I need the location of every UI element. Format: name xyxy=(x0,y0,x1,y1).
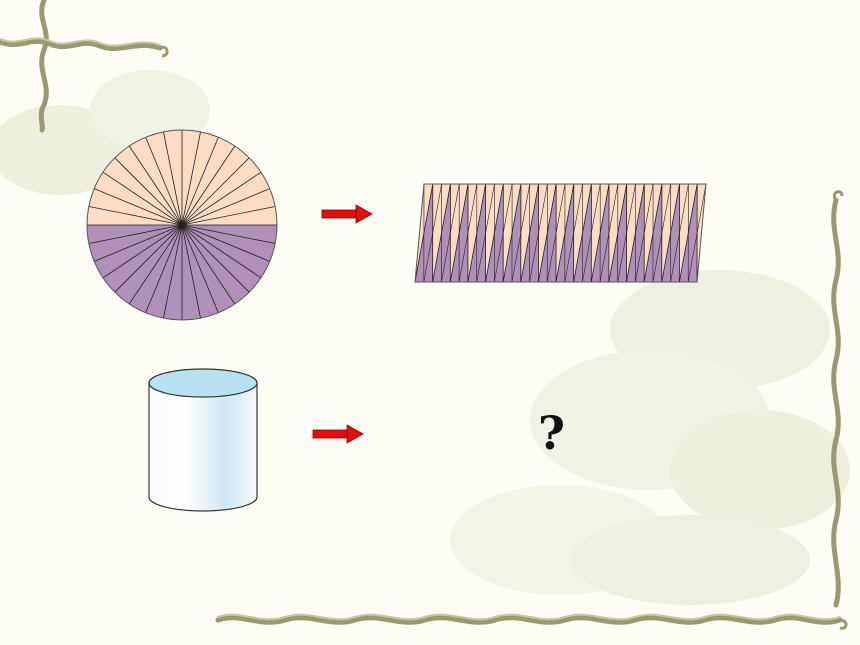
sector-line xyxy=(145,224,183,313)
sector-line xyxy=(128,145,183,226)
vine-left-stem xyxy=(38,0,49,133)
sector-line xyxy=(181,224,250,293)
sector-line xyxy=(145,137,183,226)
sector-line xyxy=(181,224,219,313)
vine-curls xyxy=(159,45,848,630)
sector-line xyxy=(114,157,183,226)
red-arrow-right-icon xyxy=(312,424,364,444)
circle-divided-into-sectors-icon xyxy=(86,129,278,321)
sector-line xyxy=(181,157,250,226)
sector-line xyxy=(181,224,262,279)
circle-outline xyxy=(86,129,278,321)
red-arrow-right-icon xyxy=(321,204,373,224)
vine-highlights xyxy=(0,37,841,621)
sector-line xyxy=(88,206,183,226)
sector-line xyxy=(163,224,183,319)
sector-line xyxy=(94,224,183,262)
sector-line xyxy=(181,188,270,226)
sector-line xyxy=(181,171,262,226)
question-mark: ? xyxy=(538,406,565,460)
vine-border xyxy=(0,0,843,625)
rearranged-sectors-parallelogram-icon xyxy=(414,183,707,283)
cylinder-icon xyxy=(148,368,258,512)
sector-line xyxy=(181,145,236,226)
sector-line xyxy=(181,131,201,226)
sector-line xyxy=(181,224,270,262)
vine-bottom xyxy=(215,615,843,625)
vine-right-stem xyxy=(831,197,841,608)
sector-line xyxy=(102,171,183,226)
floral-watermark xyxy=(0,70,850,605)
sector-line xyxy=(163,131,183,226)
sector-line xyxy=(181,224,201,319)
sector-line xyxy=(102,224,183,279)
sector-line xyxy=(114,224,183,293)
sector-line xyxy=(181,137,219,226)
parallelogram-outline xyxy=(414,183,707,283)
sector-line xyxy=(181,206,276,226)
sector-line xyxy=(128,224,183,305)
vine-top-left xyxy=(0,38,163,52)
sector-line xyxy=(181,224,276,244)
sector-line xyxy=(94,188,183,226)
sector-line xyxy=(88,224,183,244)
sector-line xyxy=(181,224,236,305)
